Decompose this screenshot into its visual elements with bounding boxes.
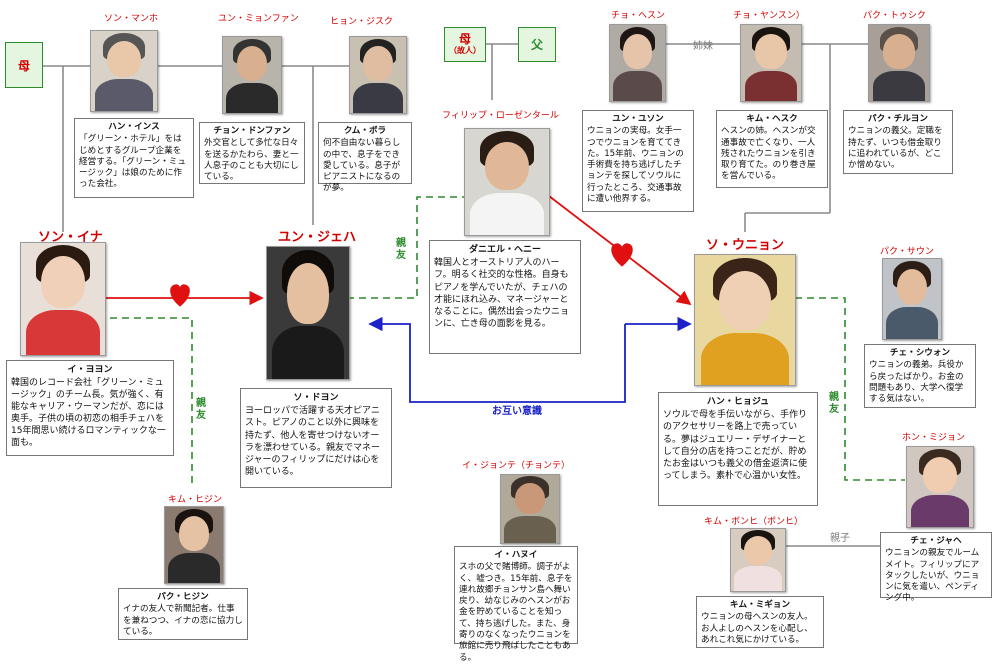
person-name: キム・ヒジン (168, 495, 223, 505)
heart-icon (611, 243, 633, 267)
relation-best-friend: 親友 (196, 398, 206, 421)
person-photo (266, 246, 350, 380)
person-name: チョ・ヘスン (611, 11, 666, 21)
person-photo (349, 36, 407, 114)
relation-parent-child: 親子 (830, 533, 850, 544)
relation-best-friend: 親友 (396, 238, 406, 261)
person-photo (464, 128, 550, 236)
person-name: ユン・ジェハ (278, 230, 357, 245)
mother-deceased-tag: 母 （故人） (444, 27, 486, 62)
person-info-box: チョン・ドンファン外交官として多忙な日々を送るかたわら、妻と一人息子のことも大切… (199, 122, 305, 184)
person-info-box: イ・ヨヨン韓国のレコード会社「グリーン・ミュージック」のチーム長。気が強く、有能… (6, 360, 174, 456)
person-photo (882, 258, 942, 340)
person-name: ホン・ミジョン (902, 433, 966, 443)
person-info-box: パク・チルヨンウニョンの義父。定職を持たず、いつも借金取りに追われているが、どこ… (843, 110, 953, 174)
person-name: フィリップ・ローゼンタール (442, 111, 559, 121)
person-photo (20, 242, 106, 356)
person-photo (222, 36, 282, 114)
person-info-box: キム・ミギョンウニョンの母ヘスンの友人。お人よしのヘスンを心配し、あれこれ気にか… (696, 596, 824, 648)
person-name: イ・ジョンテ（チョンテ） (462, 461, 571, 471)
person-name: ユン・ミョンファン (218, 14, 299, 24)
person-name: パク・トゥシク (863, 11, 926, 21)
person-info-box: ハン・ヒョジュソウルで母を手伝いながら、手作りのアクセサリーを路上で売っている。… (658, 392, 818, 506)
person-info-box: パク・ヒジンイナの友人で新聞記者。仕事を兼ねつつ、イナの恋に協力している。 (118, 588, 248, 640)
person-info-box: ダニエル・ヘニー韓国人とオーストリア人のハーフ。明るく社交的な性格。自身もピアノ… (429, 240, 581, 354)
relation-mutual-awareness: お互い意識 (492, 406, 542, 417)
mother-tag: 母 (5, 42, 43, 88)
person-info-box: ソ・ドヨンヨーロッパで活躍する天才ピアニスト。ピアノのこと以外に興味を持たず、他… (240, 388, 392, 488)
person-photo (694, 254, 796, 386)
person-photo (609, 24, 666, 102)
person-info-box: ハン・インス「グリーン・ホテル」をはじめとするグループ企業を経営する。「グリーン… (74, 118, 194, 198)
person-name: チョ・ヤンスン） (733, 11, 805, 21)
person-photo (164, 506, 224, 584)
person-info-box: イ・ハヌイスホの父で賭博師。調子がよく、嘘つき。15年前、息子を連れ故郷チョンサ… (454, 546, 578, 663)
heart-icon (170, 284, 190, 307)
father-tag: 父 (518, 27, 556, 62)
relation-best-friend: 親友 (829, 392, 839, 415)
person-photo (500, 474, 560, 544)
person-info-box: クム・ボラ何不自由ない暮らしの中で、息子をでき愛している。息子がピアニストになる… (318, 122, 412, 193)
person-info-box: ユン・ユソンウニョンの実母。女手一つでウニョンを育ててきた。15年前、ウニョンの… (582, 110, 694, 212)
person-info-box: チェ・ジャヘウニョンの親友でルームメイト。フィリップにアタックしたいが、ウニョン… (880, 532, 992, 603)
relation-sisters: 姉妹 (693, 41, 713, 52)
person-name: ソ・ウニョン (706, 238, 785, 253)
person-name: キム・ボンヒ（ボンヒ） (704, 517, 804, 527)
person-info-box: チェ・シウォンウニョンの義弟。兵役から戻ったばかり。お金の問題もあり、大学へ復学… (864, 344, 976, 408)
person-name: ソン・イナ (38, 230, 103, 245)
person-info-box: キム・ヘスクヘスンの姉。ヘスンが交通事故で亡くなり、一人残されたウニョンを引き取… (716, 110, 828, 188)
person-photo (740, 24, 802, 102)
person-photo (868, 24, 930, 102)
person-name: パク・サウン (880, 247, 934, 257)
person-photo (906, 446, 974, 528)
person-name: ソン・マンホ (104, 14, 159, 24)
person-photo (730, 528, 786, 592)
person-name: ヒョン・ジスク (330, 17, 394, 27)
person-photo (90, 30, 158, 112)
